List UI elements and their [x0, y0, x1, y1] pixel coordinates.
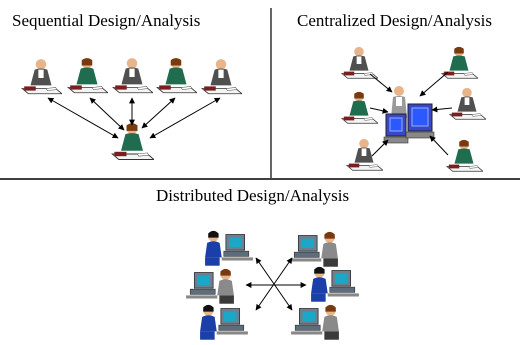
centralized-panel	[341, 46, 486, 172]
link-arrow	[89, 97, 125, 131]
link-arrow	[371, 139, 389, 157]
distributed-title: Distributed Design/Analysis	[156, 186, 350, 205]
link-arrow	[431, 106, 453, 113]
person-at-desk-icon	[111, 122, 154, 161]
person-at-computer-icon	[204, 230, 254, 267]
link-arrow	[47, 97, 119, 139]
link-arrow	[141, 97, 176, 129]
person-at-computer-icon	[310, 266, 360, 303]
central-computer-icon	[383, 86, 435, 144]
person-at-desk-icon	[21, 58, 62, 95]
link-arrow	[369, 73, 393, 93]
sequential-title: Sequential Design/Analysis	[12, 11, 201, 30]
person-at-desk-icon	[341, 91, 378, 124]
person-at-computer-icon	[290, 304, 340, 341]
link-arrow	[149, 97, 221, 139]
person-at-desk-icon	[201, 58, 242, 95]
person-at-desk-icon	[441, 46, 478, 79]
person-at-desk-icon	[67, 57, 108, 94]
link-arrow	[419, 71, 449, 97]
sequential-panel	[21, 57, 242, 161]
person-at-desk-icon	[112, 57, 153, 94]
person-at-desk-icon	[346, 138, 383, 171]
person-at-desk-icon	[341, 46, 378, 79]
person-at-desk-icon	[446, 139, 483, 172]
person-at-computer-icon	[185, 268, 235, 305]
person-at-desk-icon	[449, 87, 486, 120]
person-at-desk-icon	[156, 57, 197, 94]
centralized-title: Centralized Design/Analysis	[297, 11, 492, 30]
distributed-panel	[185, 230, 360, 341]
person-at-computer-icon	[199, 304, 249, 341]
link-arrow	[429, 135, 449, 156]
link-arrow	[369, 107, 389, 114]
person-at-computer-icon	[289, 231, 339, 268]
